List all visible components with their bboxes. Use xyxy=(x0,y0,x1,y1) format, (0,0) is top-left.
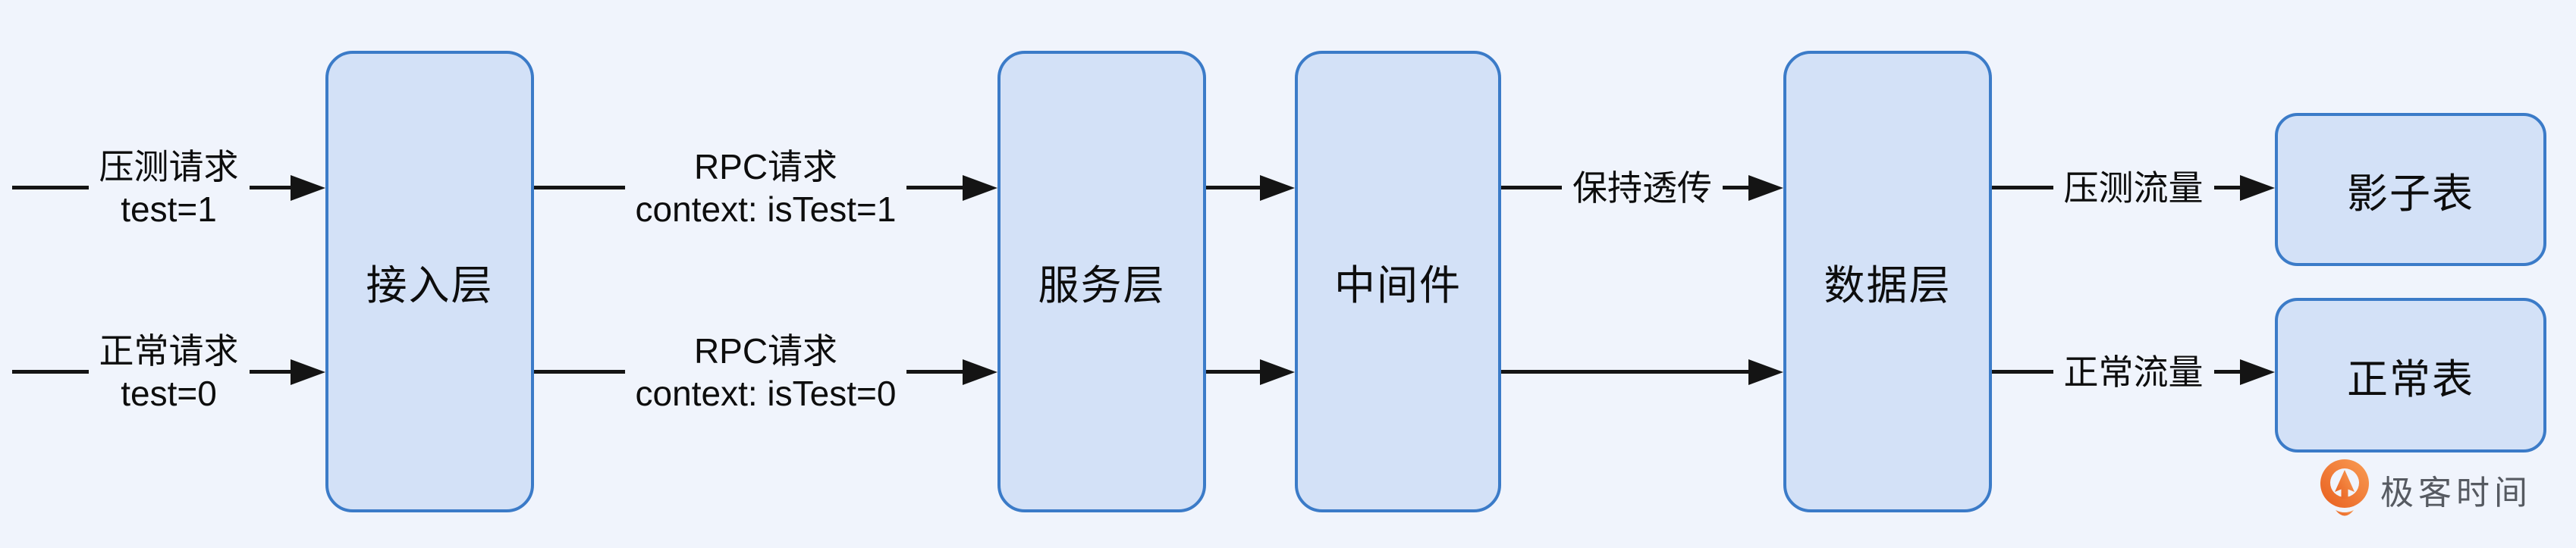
node-access-layer: 接入层 xyxy=(325,51,534,512)
arrow-line xyxy=(1206,186,1264,189)
arrow-line xyxy=(1501,370,1753,374)
node-label: 中间件 xyxy=(1334,263,1462,308)
edge-label: 保持透传 xyxy=(1562,167,1723,209)
node-shadow-table: 影子表 xyxy=(2275,113,2546,266)
arrowhead xyxy=(2240,359,2275,385)
arrowhead xyxy=(2240,175,2275,201)
node-normal-table: 正常表 xyxy=(2275,298,2546,452)
arrowhead xyxy=(963,175,997,201)
edge-label: 压测流量 xyxy=(2053,167,2214,209)
arrowhead xyxy=(1748,359,1783,385)
geektime-logo-icon xyxy=(2320,459,2369,516)
node-label: 影子表 xyxy=(2347,171,2474,217)
node-label: 服务层 xyxy=(1038,263,1166,308)
arrowhead xyxy=(291,359,325,385)
geektime-logo: 极客时间 xyxy=(2318,458,2532,521)
node-middleware: 中间件 xyxy=(1295,51,1501,512)
edge-label: RPC请求 context: isTest=1 xyxy=(624,146,907,230)
arrowhead xyxy=(291,175,325,201)
node-data-layer: 数据层 xyxy=(1783,51,1992,512)
edge-label: RPC请求 context: isTest=0 xyxy=(624,330,907,415)
edge-label: 正常请求 test=0 xyxy=(88,330,250,415)
edge-label: 正常流量 xyxy=(2053,351,2214,393)
arrowhead xyxy=(1260,175,1295,201)
node-label: 数据层 xyxy=(1824,263,1952,308)
arrowhead xyxy=(963,359,997,385)
node-label: 接入层 xyxy=(366,263,494,308)
node-service-layer: 服务层 xyxy=(997,51,1206,512)
geektime-logo-text: 极客时间 xyxy=(2380,474,2532,512)
edge-label: 压测请求 test=1 xyxy=(88,146,250,230)
node-label: 正常表 xyxy=(2347,356,2474,402)
arrowhead xyxy=(1260,359,1295,385)
arrowhead xyxy=(1748,175,1783,201)
arrow-line xyxy=(1206,370,1264,374)
